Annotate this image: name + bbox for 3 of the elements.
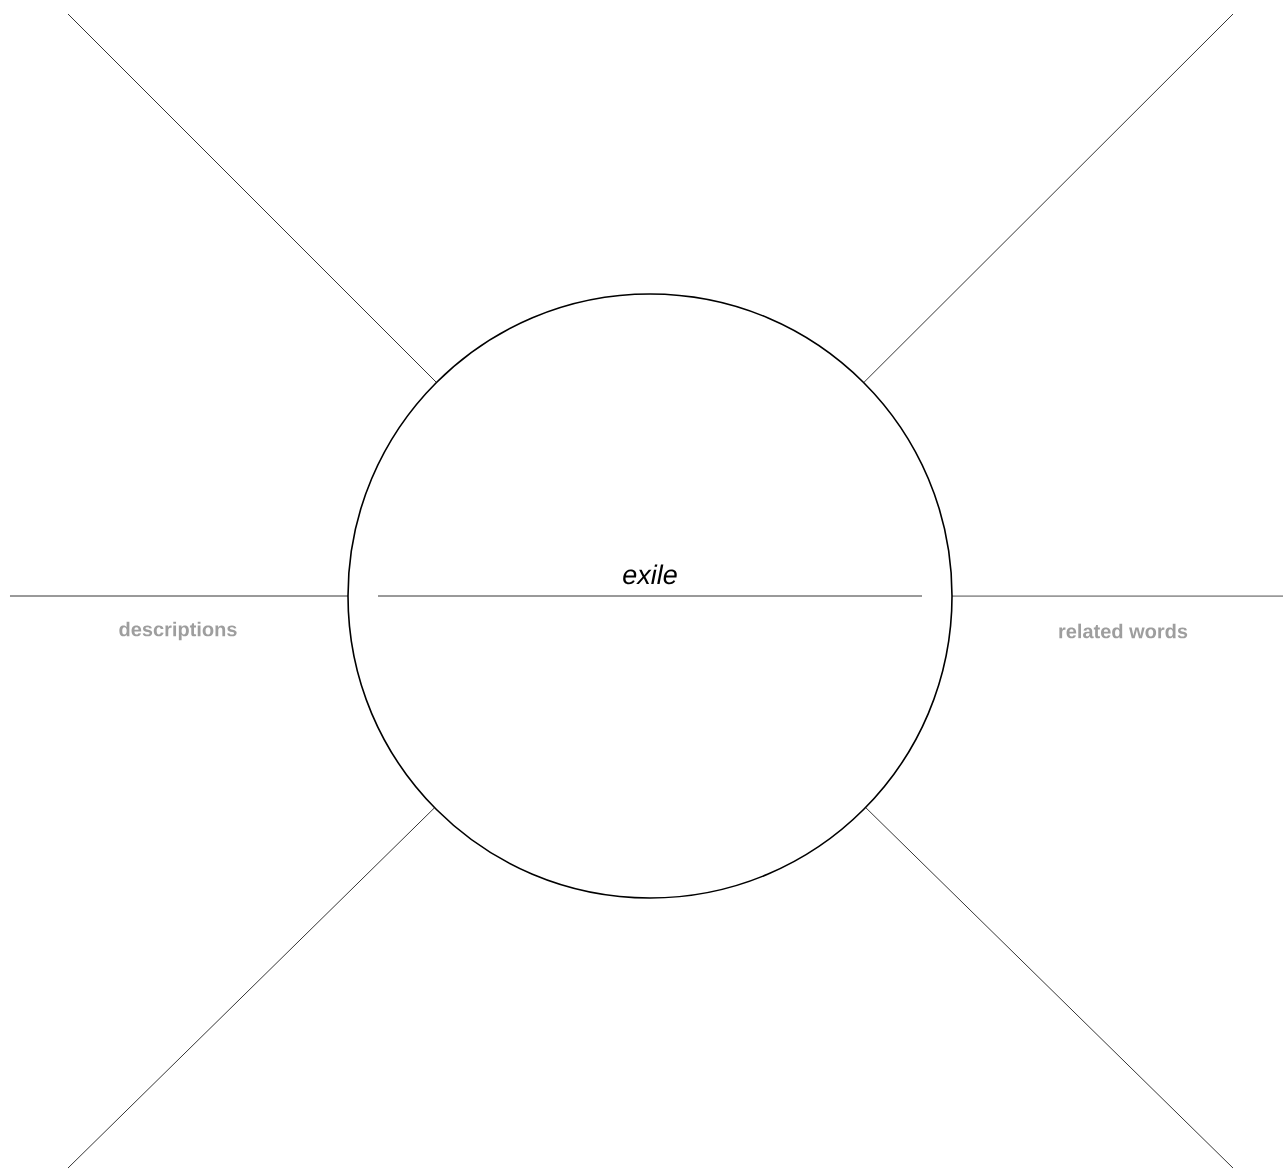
- circle-node: exile: [347, 293, 953, 899]
- category-label: descriptions: [119, 621, 237, 641]
- category-label: related words: [1059, 623, 1188, 639]
